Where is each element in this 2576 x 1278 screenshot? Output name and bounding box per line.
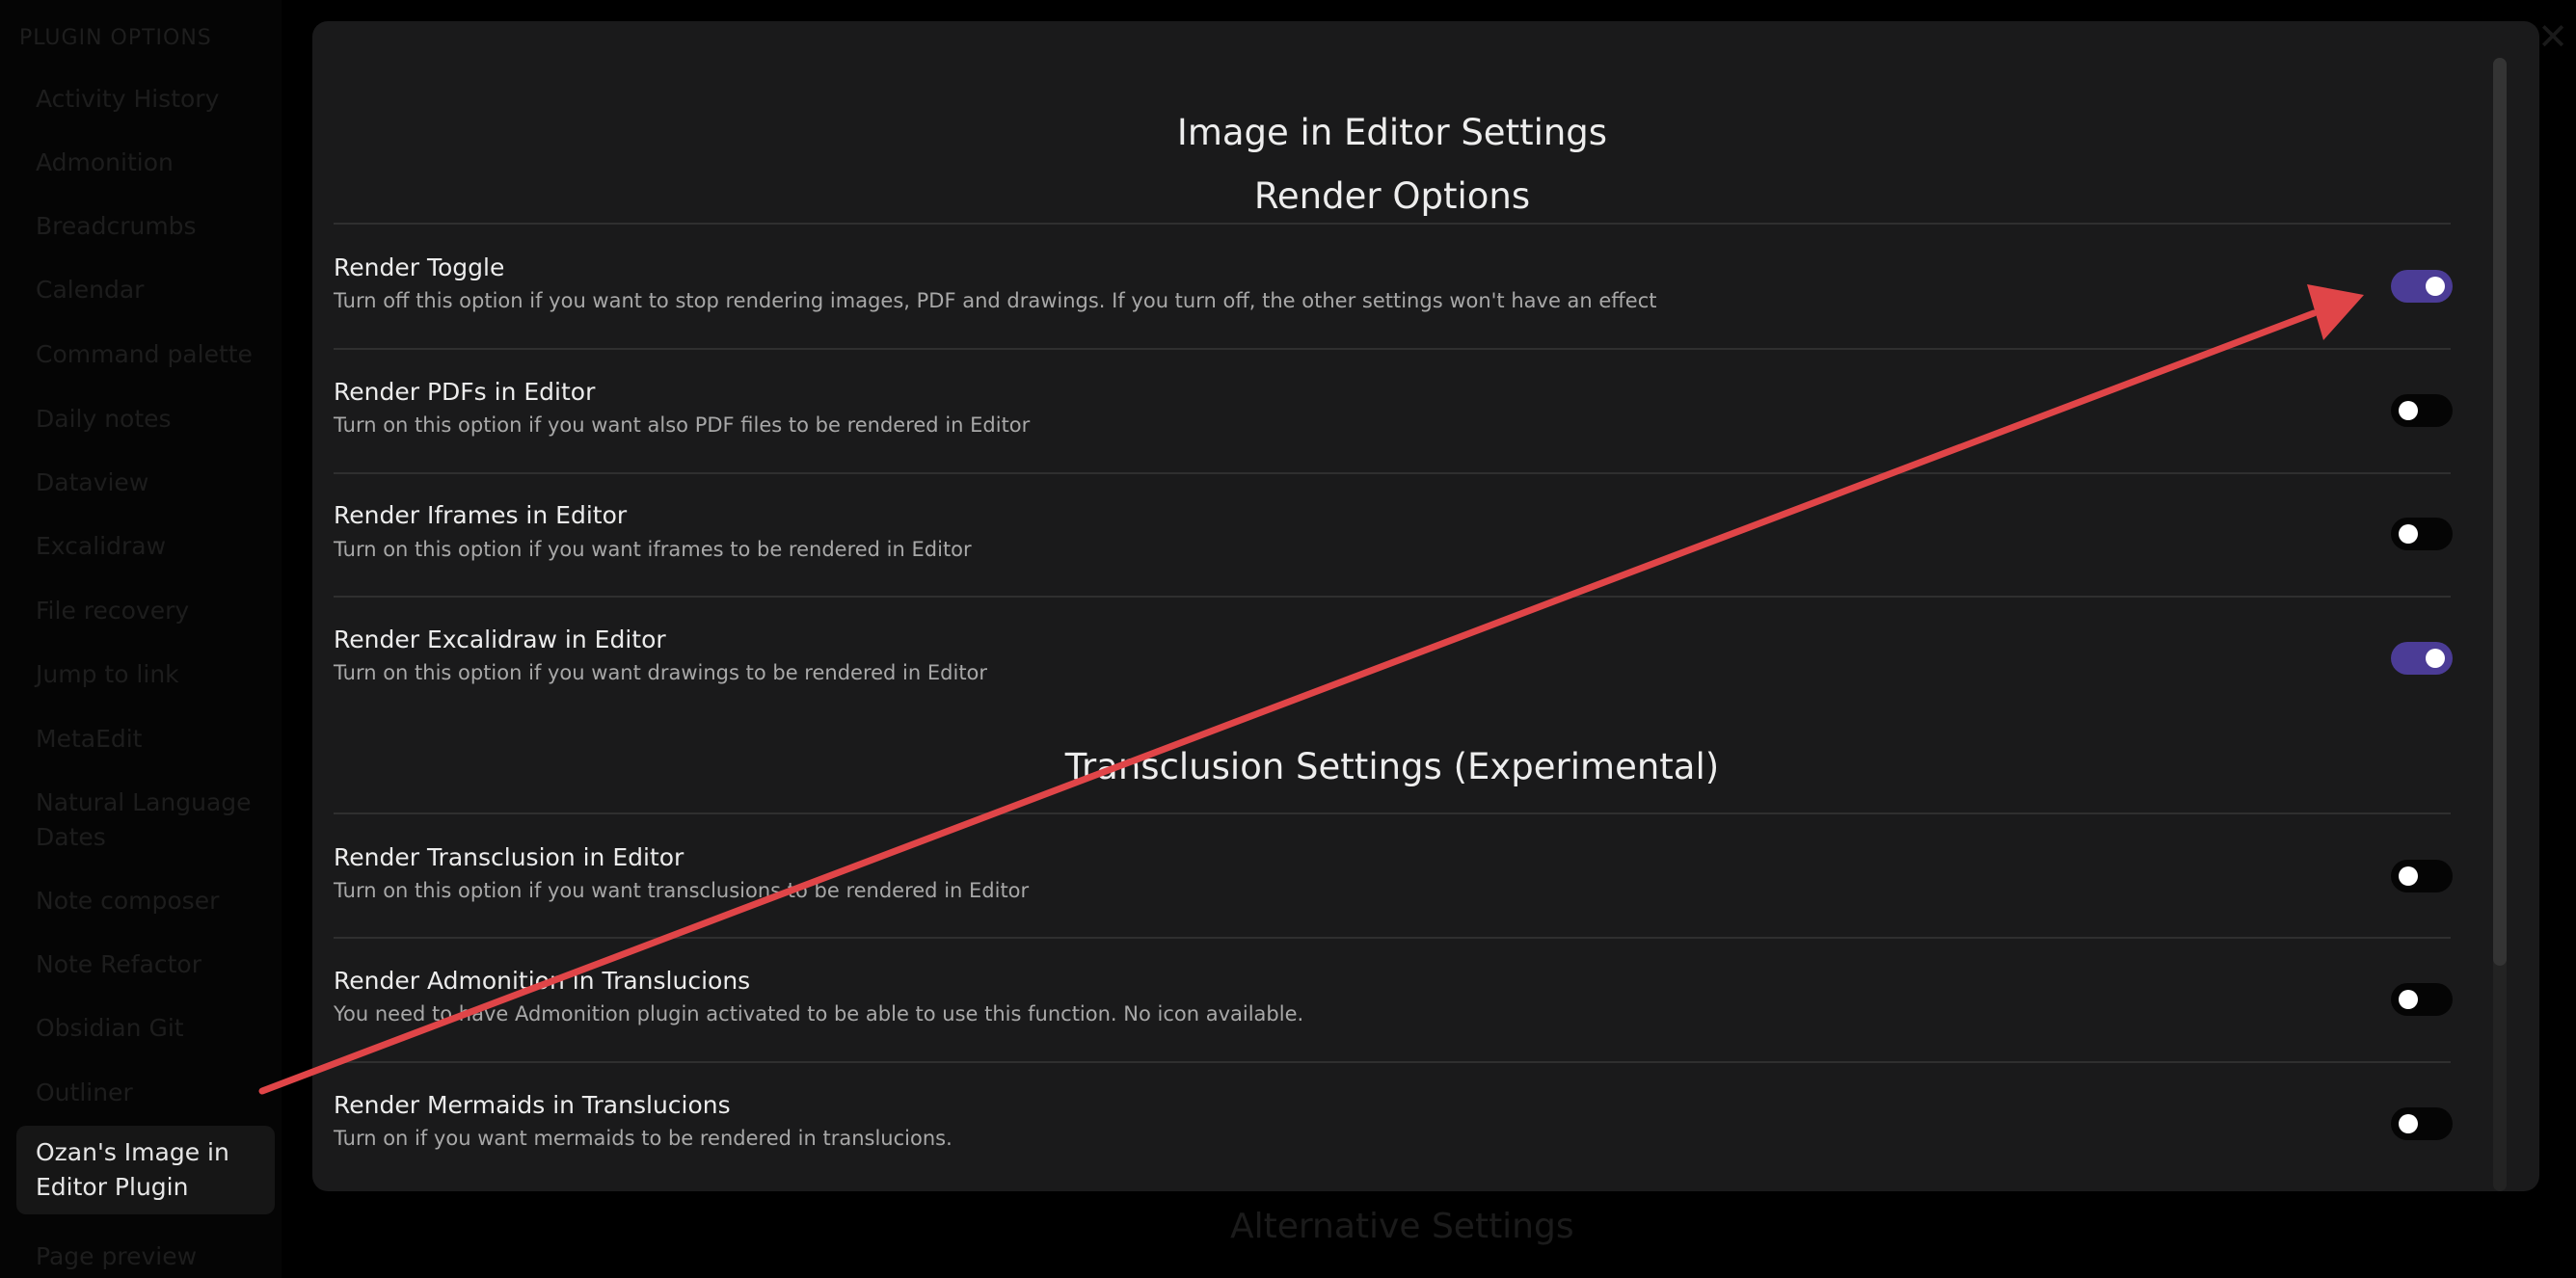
modal-title: Image in Editor Settings xyxy=(1176,112,1608,153)
render-mermaids-toggle[interactable] xyxy=(2391,1107,2453,1140)
toggle-knob xyxy=(2399,866,2418,886)
settings-modal: Image in Editor Settings Render Options … xyxy=(312,21,2539,1191)
sidebar-item-obsidian-git[interactable]: Obsidian Git xyxy=(36,1014,184,1042)
sidebar-item-file-recovery[interactable]: File recovery xyxy=(36,597,190,625)
setting-name-render-toggle: Render Toggle xyxy=(334,253,505,281)
render-transclusion-toggle[interactable] xyxy=(2391,860,2453,892)
sidebar-item-daily-notes[interactable]: Daily notes xyxy=(36,405,172,433)
setting-desc-render-admonition: You need to have Admonition plugin activ… xyxy=(334,1002,1304,1025)
section-heading-render-options: Render Options xyxy=(1253,175,1531,217)
setting-desc-render-excalidraw: Turn on this option if you want drawings… xyxy=(334,661,988,684)
toggle-knob xyxy=(2399,990,2418,1009)
scrollbar-thumb[interactable] xyxy=(2493,58,2507,966)
toggle-knob xyxy=(2399,401,2418,420)
setting-desc-render-iframes: Turn on this option if you want iframes … xyxy=(334,538,972,561)
setting-desc-render-pdfs: Turn on this option if you want also PDF… xyxy=(334,413,1031,437)
setting-name-render-admonition: Render Admonition in Translucions xyxy=(334,967,751,995)
divider xyxy=(334,348,2451,350)
divider xyxy=(334,596,2451,598)
render-excalidraw-toggle[interactable] xyxy=(2391,642,2453,675)
setting-name-render-excalidraw: Render Excalidraw in Editor xyxy=(334,626,666,653)
close-icon[interactable]: ✕ xyxy=(2537,15,2568,58)
setting-name-render-iframes: Render Iframes in Editor xyxy=(334,501,628,529)
sidebar-item-activity-history[interactable]: Activity History xyxy=(36,85,220,113)
divider xyxy=(334,223,2451,225)
sidebar-item-page-preview[interactable]: Page preview xyxy=(36,1242,198,1270)
sidebar-item-outliner[interactable]: Outliner xyxy=(36,1078,133,1106)
background-heading: Alternative Settings xyxy=(1230,1207,1574,1246)
toggle-knob xyxy=(2399,1114,2418,1133)
sidebar-item-natural-language-dates[interactable]: Natural Language Dates xyxy=(36,788,252,851)
modal-scrollbar[interactable] xyxy=(2493,58,2507,1191)
sidebar-item-admonition[interactable]: Admonition xyxy=(36,148,174,176)
setting-desc-render-toggle: Turn off this option if you want to stop… xyxy=(334,289,1657,312)
sidebar-item-command-palette[interactable]: Command palette xyxy=(36,340,253,368)
setting-name-render-transclusion: Render Transclusion in Editor xyxy=(334,843,684,871)
section-heading-transclusion: Transclusion Settings (Experimental) xyxy=(1064,746,1720,787)
render-toggle-switch[interactable] xyxy=(2391,270,2453,303)
sidebar-item-ozans-image-in-editor[interactable]: Ozan's Image in Editor Plugin xyxy=(16,1126,275,1214)
sidebar-item-calendar[interactable]: Calendar xyxy=(36,276,145,304)
setting-name-render-pdfs: Render PDFs in Editor xyxy=(334,378,596,406)
sidebar-item-excalidraw[interactable]: Excalidraw xyxy=(36,532,167,560)
divider xyxy=(334,812,2451,814)
setting-desc-render-mermaids: Turn on if you want mermaids to be rende… xyxy=(334,1127,953,1150)
sidebar-item-jump-to-link[interactable]: Jump to link xyxy=(36,660,179,688)
toggle-knob xyxy=(2426,649,2445,668)
toggle-knob xyxy=(2399,524,2418,544)
setting-name-render-mermaids: Render Mermaids in Translucions xyxy=(334,1091,731,1119)
toggle-knob xyxy=(2426,277,2445,296)
render-iframes-toggle[interactable] xyxy=(2391,518,2453,550)
sidebar-item-note-composer[interactable]: Note composer xyxy=(36,887,220,915)
sidebar-item-metaedit[interactable]: MetaEdit xyxy=(36,725,143,753)
divider xyxy=(334,472,2451,474)
divider xyxy=(334,1061,2451,1063)
sidebar-header: Plugin options xyxy=(19,26,212,50)
render-admonition-toggle[interactable] xyxy=(2391,983,2453,1016)
sidebar-item-breadcrumbs[interactable]: Breadcrumbs xyxy=(36,212,197,240)
sidebar-item-note-refactor[interactable]: Note Refactor xyxy=(36,950,201,978)
plugin-options-sidebar: Plugin options Activity History Admoniti… xyxy=(0,0,282,1278)
sidebar-item-dataview[interactable]: Dataview xyxy=(36,468,149,496)
divider xyxy=(334,937,2451,939)
setting-desc-render-transclusion: Turn on this option if you want transclu… xyxy=(334,879,1030,902)
render-pdfs-toggle[interactable] xyxy=(2391,394,2453,427)
